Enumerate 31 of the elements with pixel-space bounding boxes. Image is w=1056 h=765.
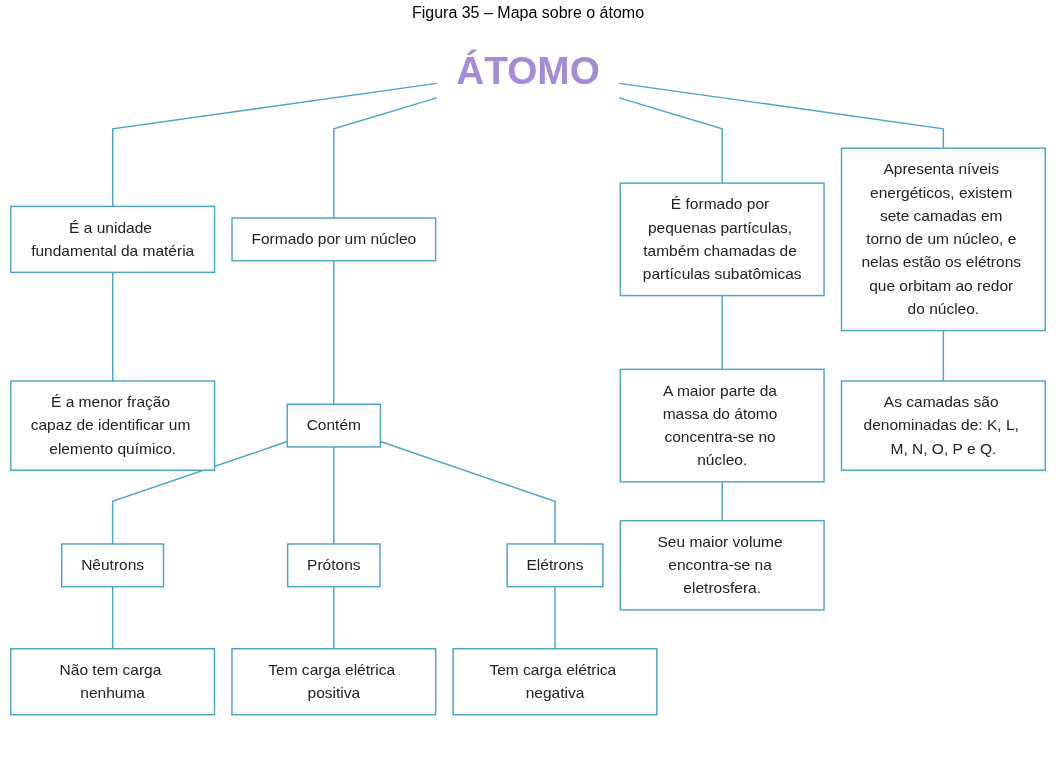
node-box: Apresenta níveis energéticos, existem sete camadas em torno de um núcleo, e nelas estão os elétrons que orbitam ao redor do núcleo. <box>840 147 1046 332</box>
connector <box>942 329 945 382</box>
node-box: Tem carga elétrica negativa <box>452 648 658 716</box>
connector <box>618 82 945 149</box>
node-box: Contém <box>286 403 382 448</box>
connector <box>618 97 723 184</box>
connector <box>111 271 114 382</box>
node-box: Não tem carga nenhuma <box>10 648 216 716</box>
connector <box>111 585 114 650</box>
connector <box>333 97 438 219</box>
connector <box>333 446 335 545</box>
connector <box>111 82 438 208</box>
connector <box>111 440 288 545</box>
connector <box>333 585 335 650</box>
node-box: As camadas são denominadas de: K, L, M, N, O, P e Q. <box>840 380 1046 471</box>
node-box: Formado por um núcleo <box>231 217 437 262</box>
node-box: A maior parte da massa do átomo concentra-se no núcleo. <box>619 368 825 483</box>
figure-title: Figura 35 – Mapa sobre o átomo <box>410 4 646 22</box>
node-box: É formado por pequenas partículas, também chamadas de partículas subatômicas <box>619 182 825 297</box>
connector <box>333 259 335 405</box>
node-text: ÁTOMO <box>456 49 600 92</box>
node-box: Tem carga elétrica positiva <box>231 648 437 716</box>
node-box: É a menor fração capaz de identificar um elemento químico. <box>10 380 216 471</box>
connector <box>554 585 556 650</box>
node-box: Elétrons <box>506 543 604 588</box>
node-box: Nêutrons <box>61 543 165 588</box>
node-box: Prótons <box>286 543 381 588</box>
node-box: É a unidade fundamental da matéria <box>10 205 216 274</box>
node-box: Seu maior volume encontra-se na eletrosfera. <box>619 519 825 611</box>
connector <box>721 481 723 522</box>
connector <box>721 294 723 371</box>
